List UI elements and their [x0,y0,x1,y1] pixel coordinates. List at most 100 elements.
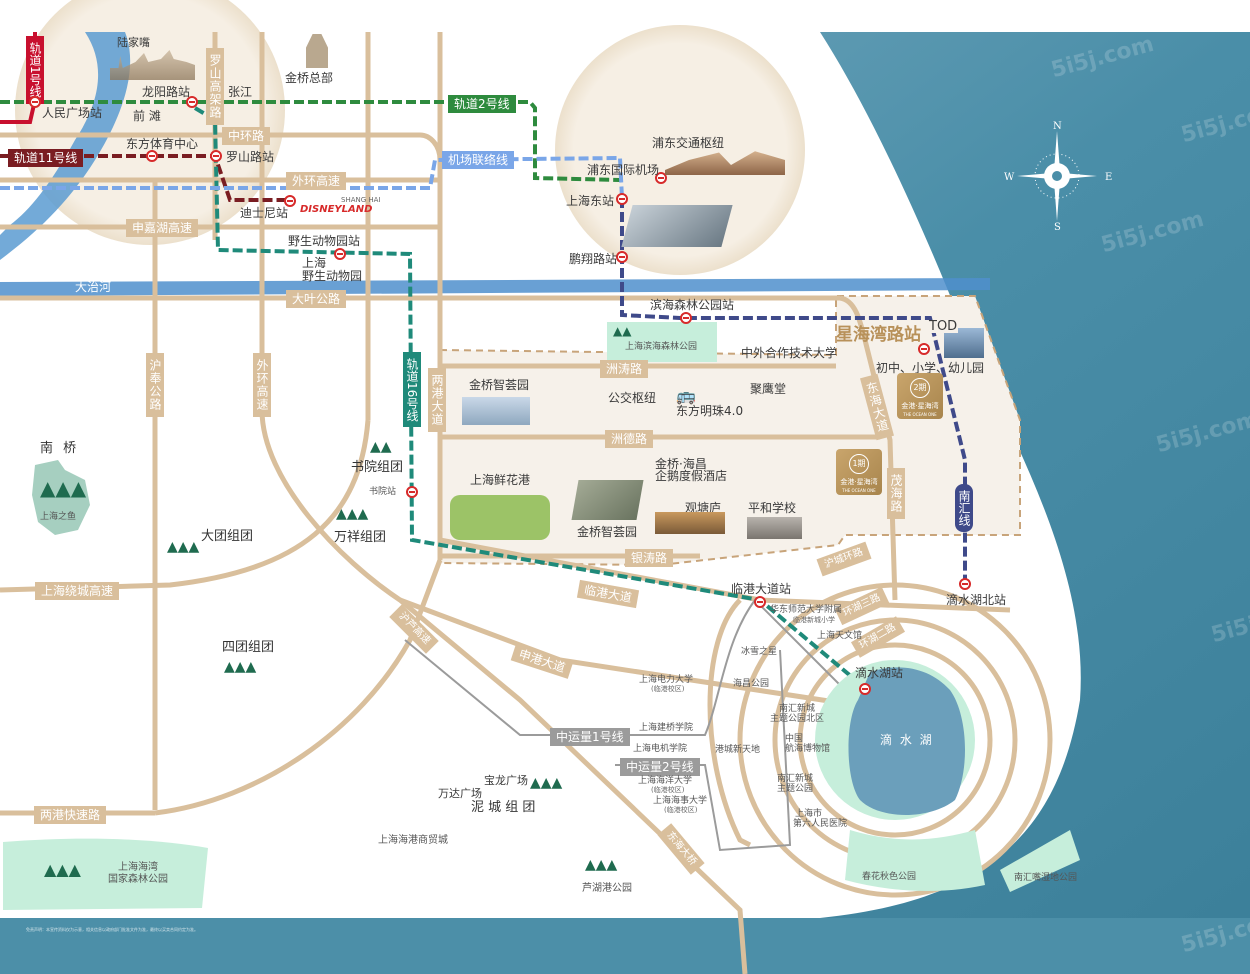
phase1-en: THE OCEAN ONE [842,488,876,493]
haigang-mall: 上海海港商贸城 [378,835,448,846]
nanhui-wetland-area [1000,830,1080,892]
metro-line-1-label[interactable]: 轨道1号线 [26,36,44,104]
airport-circle [555,25,805,275]
road-outer-ring-vertical: 外环高速 [253,353,271,417]
jinqiao-zhihui-image-1 [462,397,530,425]
chunhua-park-area [845,830,985,892]
power-univ: 上海电力大学 [639,675,694,685]
station-binhai-forest[interactable]: 滨海森林公园站 [650,298,735,312]
station-icon[interactable] [959,578,971,590]
river-dazhi: 大治河 [75,280,112,294]
maritime-univ-sub: (临港校区) [664,806,698,814]
disneyland-small: SHANG HAI [341,196,381,204]
station-icon[interactable] [918,343,930,355]
place-lujiazui: 陆家嘴 [117,36,150,49]
metro-line-11 [0,154,290,202]
station-icon[interactable] [29,96,41,108]
bay-forest-2: 国家森林公园 [108,874,168,885]
tree-icon: ▲▲▲ [167,539,200,555]
medium-transit-1-label[interactable]: 中运量1号线 [550,728,630,746]
station-icon[interactable] [680,312,692,324]
wildlife-park-1: 上海 [302,256,327,270]
project-phase2-badge[interactable]: 2期 金港·星海湾 THE OCEAN ONE [897,373,943,419]
haichang-hotel-1: 金桥·海昌 [655,457,707,471]
road-zhoude: 洲德路 [605,430,654,448]
nanhui-wetland: 南汇嘴湿地公园 [1014,873,1078,883]
station-icon[interactable] [334,248,346,260]
metro-line-16-label[interactable]: 轨道16号线 [403,352,421,428]
baolong-plaza: 宝龙广场 [484,774,528,787]
station-lingang[interactable]: 临港大道站 [731,582,792,596]
road-zhoutao: 洲涛路 [600,360,649,378]
station-luoshan[interactable]: 罗山路站 [226,150,275,164]
fish-area [32,460,90,535]
station-dishuihu-north[interactable]: 滴水湖北站 [946,593,1007,607]
station-dongfang-sports[interactable]: 东方体育中心 [126,137,199,151]
station-wildlife[interactable]: 野生动物园站 [288,234,361,248]
road-shenjiahu: 申嘉湖高速 [126,219,199,237]
road-luoshan-elevated: 罗山高架路 [206,48,224,125]
station-icon[interactable] [859,683,871,695]
dishui-lake [848,667,966,815]
station-icon[interactable] [616,251,628,263]
compass-south: S [1054,222,1061,233]
station-icon[interactable] [146,150,158,162]
station-icon[interactable] [616,193,628,205]
tod-image [944,328,984,358]
phase2-en: THE OCEAN ONE [903,412,937,417]
airport-link-label[interactable]: 机场联络线 [442,151,515,169]
tod-label: TOD [928,319,959,334]
station-disney[interactable]: 迪士尼站 [240,206,289,220]
ecnu-sub: 临港新城小学 [793,616,835,624]
luhu-park: 芦湖港公园 [582,883,632,894]
station-renmin[interactable]: 人民广场站 [42,106,103,120]
station-pudong-airport[interactable]: 浦东国际机场 [587,163,660,177]
station-icon[interactable] [655,172,667,184]
district-shuyuan: 书院组团 [351,460,404,475]
station-icon[interactable] [186,96,198,108]
station-longyang[interactable]: 龙阳路站 [142,85,191,99]
jinqiao-zhihui-image-2 [571,480,644,520]
medium-transit-2-label[interactable]: 中运量2号线 [620,758,700,776]
maritime-museum-1: 中国 [785,734,804,744]
place-pudong-hub: 浦东交通枢纽 [652,136,725,150]
place-fish: 上海之鱼 [40,512,77,522]
power-univ-sub: (临港校区) [651,685,685,693]
haichang-hotel-2: 企鹅度假酒店 [655,469,728,483]
station-shanghai-east[interactable]: 上海东站 [566,194,615,208]
bay-forest-park-area [3,838,208,910]
station-shuyuan[interactable]: 书院站 [369,487,397,497]
ice-star: 冰雪之星 [741,647,778,657]
road-shanghai-ring: 上海绕城高速 [35,582,120,600]
road-lianggang: 两港大道 [428,368,446,432]
metro-line-2-label[interactable]: 轨道2号线 [448,95,516,113]
station-icon[interactable] [284,195,296,207]
ecnu-affiliated: 华东师范大学附属 [770,605,843,615]
station-icon[interactable] [210,150,222,162]
tree-icon: ▲▲▲ [530,775,563,791]
tree-icon: ▲▲▲ [336,506,369,522]
project-phase1-badge[interactable]: 1期 金港·星海湾 THE OCEAN ONE [836,449,882,495]
station-icon[interactable] [406,486,418,498]
station-xinghaiwan[interactable]: 星海湾路站 [836,325,921,345]
nanhui-park-north-2: 主题公园北区 [770,714,825,724]
tree-icon: ▲▲▲ [44,860,81,879]
compass-rose [1017,131,1097,221]
jinqiao-hq-image [306,34,328,68]
place-qiantan: 前 滩 [133,109,161,123]
guantang-image [655,512,725,534]
bus-hub: 公交枢纽 [608,391,657,405]
huangpu-river [0,32,131,260]
pinghe-image [747,517,802,539]
chunhua-park: 春花秋色公园 [862,872,917,882]
nanhui-line-label[interactable]: 南汇线 [955,484,973,532]
jinqiao-zhihui-park-1: 金桥智荟园 [469,378,530,392]
station-icon[interactable] [754,596,766,608]
nanhui-park-1: 南汇新城 [777,774,814,784]
metro-line-11-label[interactable]: 轨道11号线 [8,149,84,167]
station-pengxiang[interactable]: 鹏翔路站 [569,252,618,266]
flower-port: 上海鲜花港 [470,473,531,487]
schools: 初中、小学、幼儿园 [876,361,985,375]
station-dishuihu[interactable]: 滴水湖站 [855,666,904,680]
ocean-univ-sub: (临港校区) [651,786,685,794]
